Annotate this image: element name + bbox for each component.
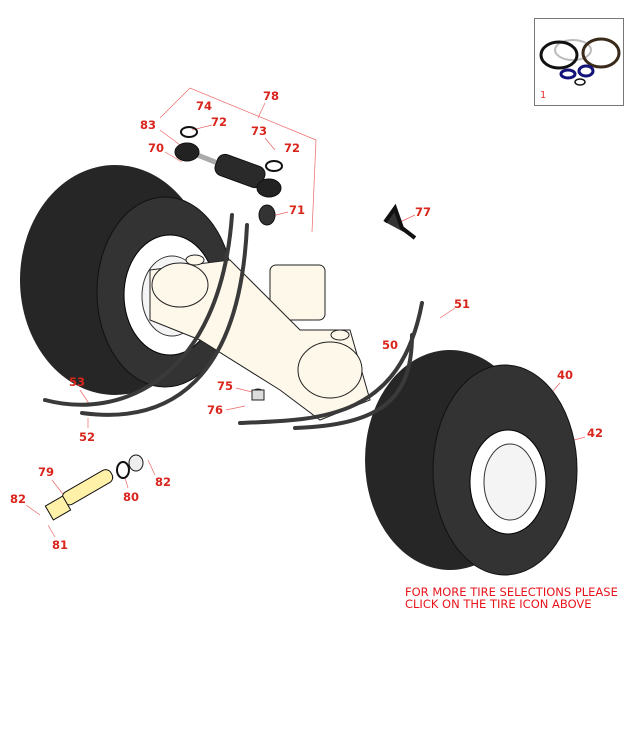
callout-51[interactable]: 51 [453, 297, 471, 311]
callout-70[interactable]: 70 [147, 141, 165, 155]
callout-79[interactable]: 79 [37, 465, 55, 479]
thumbnail-number: 1 [540, 90, 547, 101]
callout-52[interactable]: 52 [78, 430, 96, 444]
right-tire [365, 350, 578, 576]
steering-cylinder [174, 126, 417, 240]
callout-75[interactable]: 75 [216, 379, 234, 393]
callout-80[interactable]: 80 [122, 490, 140, 504]
callout-77[interactable]: 77 [414, 205, 432, 219]
note-line-2: CLICK ON THE TIRE ICON ABOVE [405, 597, 592, 611]
kingpin-assembly [44, 454, 144, 521]
callout-82[interactable]: 82 [154, 475, 172, 489]
callout-42[interactable]: 42 [586, 426, 604, 440]
seal-kit-icon [539, 37, 621, 86]
callout-72b[interactable]: 72 [283, 141, 301, 155]
callout-40[interactable]: 40 [556, 368, 574, 382]
tire-selection-note: FOR MORE TIRE SELECTIONS PLEASE CLICK ON… [405, 586, 618, 610]
callout-82b[interactable]: 82 [9, 492, 27, 506]
hoses [43, 213, 424, 430]
callout-78[interactable]: 78 [262, 89, 280, 103]
callout-72[interactable]: 72 [210, 115, 228, 129]
callout-71[interactable]: 71 [288, 203, 306, 217]
note-line-1: FOR MORE TIRE SELECTIONS PLEASE [405, 585, 618, 599]
callout-73[interactable]: 73 [250, 124, 268, 138]
axle-assembly [149, 254, 371, 421]
callout-81[interactable]: 81 [51, 538, 69, 552]
callout-83[interactable]: 83 [139, 118, 157, 132]
callout-53[interactable]: 53 [68, 375, 86, 389]
seal-kit-thumbnail[interactable]: 1 [534, 18, 624, 106]
callout-50[interactable]: 50 [381, 338, 399, 352]
callout-76[interactable]: 76 [206, 403, 224, 417]
callout-74[interactable]: 74 [195, 99, 213, 113]
